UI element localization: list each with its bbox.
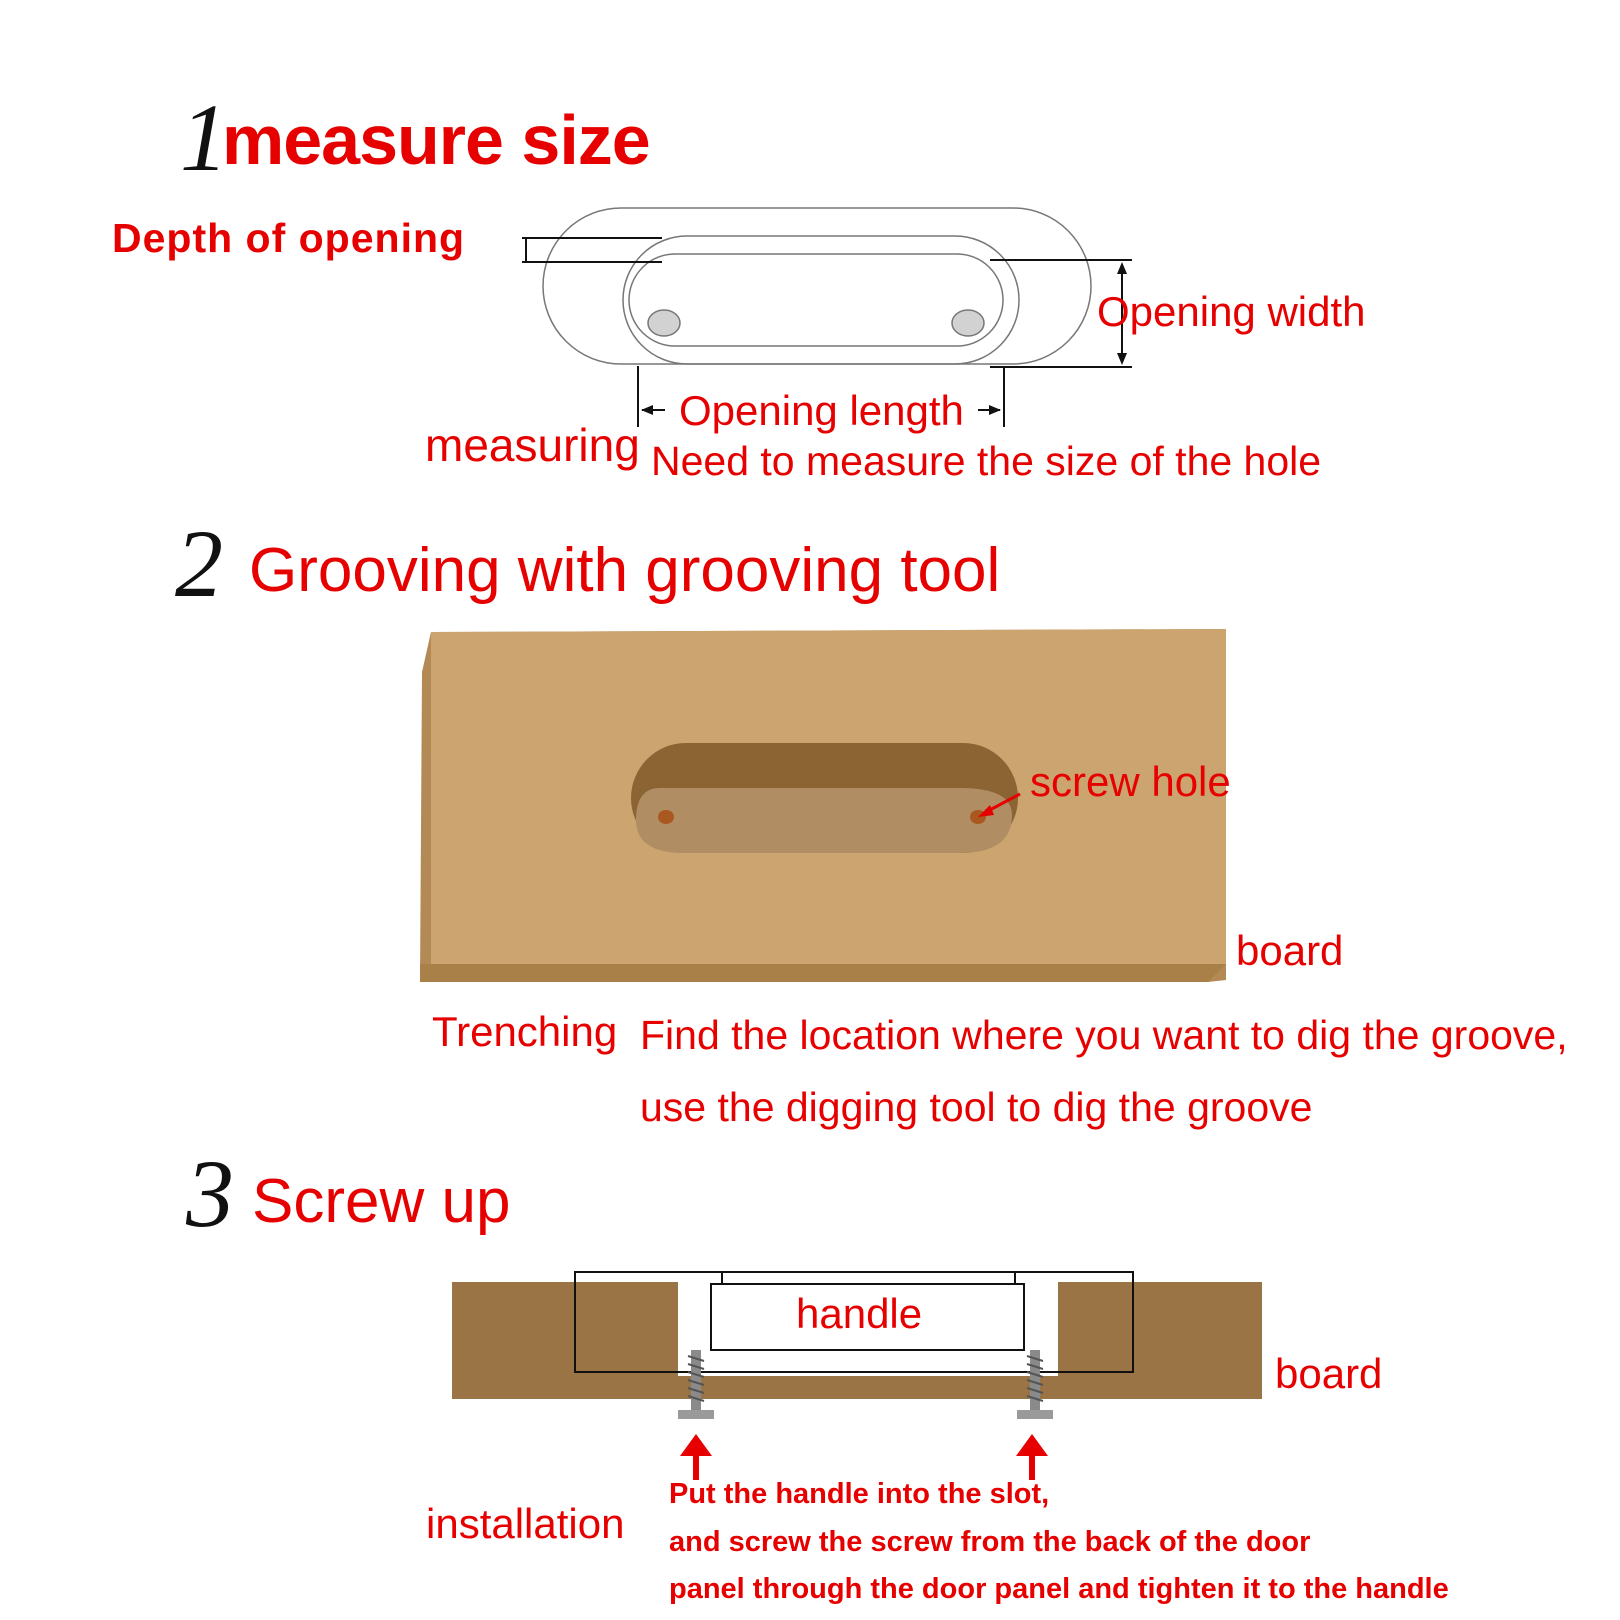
measure-caption: Need to measure the size of the hole: [651, 438, 1322, 484]
board-label-step2: board: [1236, 927, 1344, 974]
screw-hole-pointer: [985, 792, 1021, 814]
depth-dimension: [522, 237, 662, 263]
opening-length-label: Opening length: [679, 387, 964, 434]
arrow-left: [680, 1434, 712, 1480]
handle-top-plate: [721, 1271, 1016, 1285]
trenching-label: Trenching: [432, 1008, 618, 1055]
handle-outer-outline: [542, 207, 1092, 365]
screw-hole-pointer-head: [978, 805, 994, 817]
screw-hole-label: screw hole: [1030, 758, 1231, 805]
screw-left: [678, 1350, 714, 1419]
screw-hole-right-drawing: [951, 309, 985, 337]
handle-inner-outline: [628, 253, 1004, 347]
step1-title: measure size: [222, 101, 651, 179]
trenching-caption-line2: use the digging tool to dig the groove: [640, 1084, 1313, 1130]
screw-hole-left-drawing: [647, 309, 681, 337]
handle-label: handle: [796, 1290, 923, 1337]
trenching-caption-line1: Find the location where you want to dig …: [640, 1012, 1568, 1058]
step3-number: 3: [186, 1140, 234, 1247]
arrow-right: [1016, 1434, 1048, 1480]
measuring-label: measuring: [425, 419, 640, 471]
board-with-groove: [420, 629, 1226, 982]
width-dimension: [990, 259, 1132, 368]
board-bottom-edge: [420, 964, 1226, 982]
installation-label: installation: [426, 1500, 625, 1547]
screw-hole-left: [658, 810, 674, 824]
installation-caption-line2: and screw the screw from the back of the…: [669, 1526, 1311, 1558]
screw-right: [1017, 1350, 1053, 1419]
step2-number: 2: [175, 510, 223, 617]
board-label-step3: board: [1275, 1350, 1383, 1397]
depth-of-opening-label: Depth of opening: [112, 215, 466, 261]
step1-number: 1: [180, 84, 228, 191]
handle-outline-drawing: [542, 207, 1092, 365]
groove-floor: [636, 788, 1012, 853]
length-dimension: [637, 366, 1005, 427]
board-cross-section: [452, 1271, 1262, 1480]
step2-title: Grooving with grooving tool: [249, 536, 1001, 605]
installation-caption-line1: Put the handle into the slot,: [669, 1478, 1050, 1510]
opening-width-label: Opening width: [1097, 288, 1366, 335]
installation-caption-line3: panel through the door panel and tighten…: [669, 1573, 1449, 1605]
step3-title: Screw up: [252, 1167, 511, 1236]
handle-body: [710, 1283, 1025, 1351]
handle-mid-outline: [622, 235, 1020, 365]
